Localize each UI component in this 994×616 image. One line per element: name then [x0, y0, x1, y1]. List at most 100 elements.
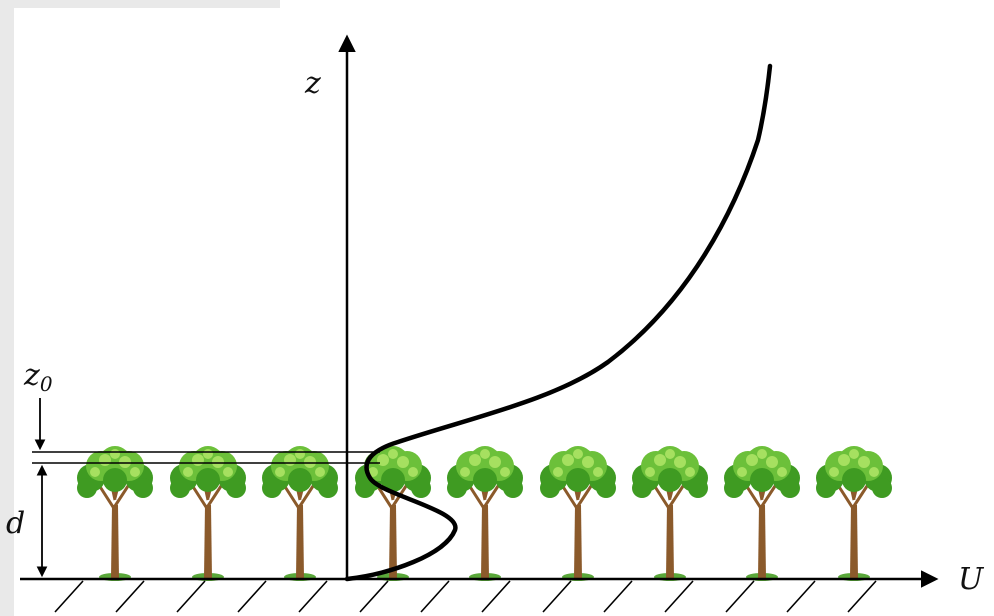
tree-canopy-highlight — [829, 467, 839, 477]
ground-hatch-mark — [542, 580, 572, 613]
tree-branches — [95, 469, 134, 511]
tree-canopy — [872, 478, 892, 498]
tree-icon — [724, 446, 800, 581]
tree-trunk — [666, 505, 674, 578]
tree-icon — [540, 446, 616, 581]
left-border-strip — [0, 0, 14, 616]
tree-canopy — [318, 478, 338, 498]
tree-canopy-highlight — [408, 467, 418, 477]
tree-icon — [170, 446, 246, 581]
tree-canopy-highlight — [685, 467, 695, 477]
tree-canopy — [226, 478, 246, 498]
z0-label-main: z — [23, 358, 40, 393]
tree-canopy-highlight — [553, 467, 563, 477]
tree-canopy — [750, 468, 774, 492]
tree-canopy-highlight — [377, 454, 389, 466]
tree-canopy — [411, 478, 431, 498]
tree-canopy-highlight — [757, 449, 767, 459]
tree-canopy-highlight — [858, 456, 870, 468]
ground-hatch-mark — [603, 580, 633, 613]
tree-trunk — [481, 505, 489, 578]
tree-trunk — [296, 505, 304, 578]
ground-hatch-mark — [664, 580, 694, 613]
tree-canopy — [288, 468, 312, 492]
tree-canopy-highlight — [645, 467, 655, 477]
tree-canopy-highlight — [223, 467, 233, 477]
tree-canopy — [473, 468, 497, 492]
ground-hatch-mark — [725, 580, 755, 613]
tree-canopy-highlight — [746, 454, 758, 466]
tree-canopy — [688, 478, 708, 498]
tree-icon — [816, 446, 892, 581]
ground-hatch-mark — [115, 580, 145, 613]
ground-hatch-mark — [786, 580, 816, 613]
tree-canopy-highlight — [480, 449, 490, 459]
tree-canopy-highlight — [838, 454, 850, 466]
tree-canopy-highlight — [90, 467, 100, 477]
tree-branches — [465, 469, 504, 511]
tree-icon — [77, 446, 153, 581]
tree-canopy — [503, 478, 523, 498]
ground-hatch-mark — [420, 580, 450, 613]
tree-canopy-highlight — [469, 454, 481, 466]
d-label: d — [6, 506, 25, 541]
ground-hatch-mark — [54, 580, 84, 613]
tree-canopy-highlight — [99, 454, 111, 466]
tree-canopy — [566, 468, 590, 492]
tree-canopy-highlight — [397, 456, 409, 468]
tree-canopy — [562, 446, 594, 478]
tree-canopy-highlight — [315, 467, 325, 477]
tree-branches — [650, 469, 689, 511]
tree-canopy — [469, 446, 501, 478]
tree-canopy-highlight — [295, 449, 305, 459]
tree-branches — [834, 469, 873, 511]
tree-canopy — [381, 468, 405, 492]
ground-hatch-mark — [176, 580, 206, 613]
tree-canopy — [192, 446, 224, 478]
tree-branches — [188, 469, 227, 511]
tree-canopy-highlight — [777, 467, 787, 477]
ground-hatch-mark — [847, 580, 877, 613]
tree-canopy-highlight — [766, 456, 778, 468]
tree-canopy — [838, 446, 870, 478]
tree-canopy — [632, 478, 652, 498]
ground-hatch-mark — [298, 580, 328, 613]
tree-canopy — [724, 478, 744, 498]
tree-canopy-highlight — [674, 456, 686, 468]
tree-branches — [742, 469, 781, 511]
tree-canopy-highlight — [737, 467, 747, 477]
tree-canopy-highlight — [562, 454, 574, 466]
tree-row — [77, 446, 892, 581]
tree-canopy-highlight — [573, 449, 583, 459]
tree-branches — [373, 469, 412, 511]
ground-hatch-mark — [359, 580, 389, 613]
tree-trunk — [574, 505, 582, 578]
tree-trunk — [758, 505, 766, 578]
ground-hatching — [54, 580, 877, 613]
tree-canopy-highlight — [119, 456, 131, 468]
tree-canopy — [284, 446, 316, 478]
tree-branches — [280, 469, 319, 511]
ground-hatch-mark — [237, 580, 267, 613]
tree-canopy-highlight — [489, 456, 501, 468]
tree-canopy — [842, 468, 866, 492]
tree-canopy-highlight — [110, 449, 120, 459]
tree-canopy — [658, 468, 682, 492]
tree-canopy — [355, 478, 375, 498]
tree-canopy-highlight — [388, 449, 398, 459]
tree-canopy — [77, 478, 97, 498]
tree-canopy-highlight — [582, 456, 594, 468]
tree-canopy — [780, 478, 800, 498]
tree-canopy — [262, 478, 282, 498]
tree-canopy — [540, 478, 560, 498]
tree-canopy-highlight — [130, 467, 140, 477]
tree-canopy-highlight — [665, 449, 675, 459]
tree-trunk — [111, 505, 119, 578]
z-axis-label: z — [304, 66, 321, 101]
tree-canopy-highlight — [304, 456, 316, 468]
tree-branches — [558, 469, 597, 511]
z0-label: z0 — [23, 358, 53, 396]
tree-canopy — [596, 478, 616, 498]
